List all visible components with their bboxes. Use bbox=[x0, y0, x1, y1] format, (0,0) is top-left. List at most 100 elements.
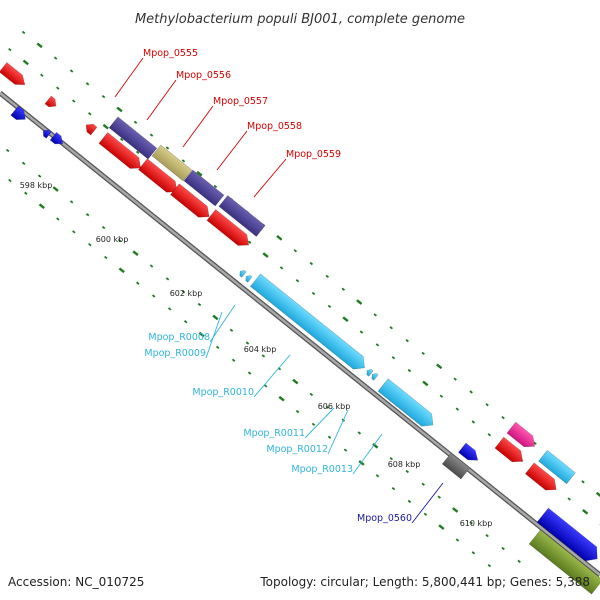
gene-label-text[interactable]: Mpop_0558 bbox=[247, 121, 302, 132]
gene-label-mpop_0555[interactable]: Mpop_0555 bbox=[114, 48, 198, 98]
gene-label-mpop_r0008[interactable]: Mpop_R0008 bbox=[148, 304, 236, 343]
gene-feature-red[interactable] bbox=[494, 436, 527, 467]
gene-feature-blue[interactable] bbox=[458, 442, 481, 465]
gene-label-text[interactable]: Mpop_0560 bbox=[357, 513, 412, 524]
gene-feature-purple[interactable] bbox=[218, 195, 266, 237]
gene-feature-blue-shape[interactable] bbox=[10, 105, 29, 124]
gene-label-text[interactable]: Mpop_R0013 bbox=[291, 464, 353, 475]
gene-feature-gray-shape[interactable] bbox=[441, 452, 471, 480]
gene-feature-cyan[interactable] bbox=[538, 449, 576, 485]
gene-feature-red[interactable] bbox=[98, 132, 145, 174]
gene-label-mpop_r0012[interactable]: Mpop_R0012 bbox=[266, 409, 349, 455]
gene-feature-red[interactable] bbox=[206, 209, 253, 251]
gene-feature-cyan[interactable] bbox=[238, 269, 247, 278]
tick-mark bbox=[452, 507, 459, 513]
gene-feature-cyan[interactable] bbox=[370, 372, 379, 381]
gene-label-mpop_0558[interactable]: Mpop_0558 bbox=[216, 121, 302, 171]
gene-feature-cyan[interactable] bbox=[365, 368, 374, 377]
gene-feature-red[interactable] bbox=[138, 158, 181, 197]
gene-feature-red-shape[interactable] bbox=[138, 158, 181, 197]
tick-mark bbox=[104, 255, 108, 260]
gene-feature-cyan-shape[interactable] bbox=[377, 378, 438, 432]
gene-feature-blue-shape[interactable] bbox=[536, 507, 600, 566]
gene-feature-pink-shape[interactable] bbox=[506, 421, 539, 452]
tick-mark bbox=[407, 499, 412, 504]
gene-feature-olive[interactable] bbox=[151, 144, 193, 182]
gene-feature-cyan-shape[interactable] bbox=[538, 449, 576, 485]
gene-feature-cyan-shape[interactable] bbox=[365, 368, 374, 377]
gene-feature-cyan[interactable] bbox=[244, 274, 253, 283]
tick-mark bbox=[245, 341, 250, 345]
tick-mark bbox=[469, 521, 473, 525]
gene-feature-pink[interactable] bbox=[506, 421, 539, 452]
gene-feature-red-shape[interactable] bbox=[206, 209, 253, 251]
gene-label-mpop_0556[interactable]: Mpop_0556 bbox=[146, 70, 231, 121]
gene-label-mpop_r0013[interactable]: Mpop_R0013 bbox=[291, 433, 383, 475]
gene-feature-purple-shape[interactable] bbox=[183, 169, 225, 207]
gene-feature-red[interactable] bbox=[170, 183, 213, 222]
tick-mark bbox=[309, 261, 314, 266]
tick-mark bbox=[309, 392, 314, 397]
gene-feature-purple[interactable] bbox=[108, 116, 158, 160]
gene-feature-green[interactable] bbox=[528, 529, 600, 595]
tick-mark bbox=[85, 213, 90, 217]
tick-mark bbox=[453, 377, 457, 381]
gene-label-mpop_r0010[interactable]: Mpop_R0010 bbox=[192, 354, 291, 398]
gene-feature-red[interactable] bbox=[524, 462, 560, 495]
gene-label-mpop_0559[interactable]: Mpop_0559 bbox=[253, 149, 341, 198]
gene-label-text[interactable]: Mpop_0555 bbox=[143, 48, 198, 59]
gene-label-text[interactable]: Mpop_R0010 bbox=[192, 387, 254, 398]
tick-mark bbox=[341, 287, 345, 291]
gene-label-text[interactable]: Mpop_0557 bbox=[213, 96, 268, 107]
gene-label-mpop_r0011[interactable]: Mpop_R0011 bbox=[243, 407, 335, 439]
tick-mark bbox=[389, 326, 393, 330]
gene-feature-blue-shape[interactable] bbox=[458, 442, 481, 465]
gene-feature-cyan-shape[interactable] bbox=[244, 274, 253, 283]
gene-feature-green-shape[interactable] bbox=[528, 529, 600, 595]
gene-label-mpop_0560[interactable]: Mpop_0560 bbox=[357, 482, 444, 524]
gene-feature-blue[interactable] bbox=[49, 131, 66, 147]
gene-label-text[interactable]: Mpop_R0012 bbox=[266, 444, 328, 455]
tick-mark bbox=[423, 512, 428, 516]
gene-label-text[interactable]: Mpop_0556 bbox=[176, 70, 231, 81]
gene-feature-blue[interactable] bbox=[536, 507, 600, 566]
gene-feature-cyan-shape[interactable] bbox=[370, 372, 379, 381]
gene-feature-blue-shape[interactable] bbox=[41, 128, 52, 139]
gene-feature-cyan[interactable] bbox=[249, 273, 369, 374]
tick-mark bbox=[438, 524, 445, 530]
gene-feature-red-shape[interactable] bbox=[44, 95, 59, 110]
gene-feature-red-shape[interactable] bbox=[98, 132, 145, 174]
gene-feature-red[interactable] bbox=[44, 95, 59, 110]
gene-feature-cyan-shape[interactable] bbox=[249, 273, 369, 374]
gene-feature-purple-shape[interactable] bbox=[218, 195, 266, 237]
gene-label-mpop_r0009[interactable]: Mpop_R0009 bbox=[144, 311, 223, 359]
gene-feature-blue-shape[interactable] bbox=[49, 131, 66, 147]
gene-label-text[interactable]: Mpop_0559 bbox=[286, 149, 341, 160]
gene-feature-purple-shape[interactable] bbox=[108, 116, 158, 160]
gene-feature-red[interactable] bbox=[83, 121, 98, 136]
tick-mark bbox=[165, 277, 170, 281]
tick-mark bbox=[215, 345, 220, 350]
gene-feature-red-shape[interactable] bbox=[494, 436, 527, 467]
gene-feature-red[interactable] bbox=[0, 62, 29, 90]
gene-label-mpop_0557[interactable]: Mpop_0557 bbox=[182, 96, 268, 148]
gene-label-text[interactable]: Mpop_R0009 bbox=[144, 348, 206, 359]
gene-feature-purple[interactable] bbox=[183, 169, 225, 207]
gene-feature-red-shape[interactable] bbox=[0, 62, 29, 90]
tick-mark bbox=[37, 174, 42, 178]
gene-feature-cyan[interactable] bbox=[377, 378, 438, 432]
gene-feature-cyan-shape[interactable] bbox=[238, 269, 247, 278]
gene-feature-blue[interactable] bbox=[10, 105, 29, 124]
gene-feature-red-shape[interactable] bbox=[170, 183, 213, 222]
gene-feature-red-shape[interactable] bbox=[524, 462, 560, 495]
gene-label-text[interactable]: Mpop_R0011 bbox=[243, 428, 305, 439]
gene-feature-red-shape[interactable] bbox=[83, 121, 98, 136]
scale-tick-label: 602 kbp bbox=[170, 289, 203, 298]
gene-label-text[interactable]: Mpop_R0008 bbox=[148, 332, 210, 343]
tick-mark bbox=[278, 395, 285, 402]
gene-feature-gray[interactable] bbox=[441, 452, 471, 480]
gene-feature-blue[interactable] bbox=[41, 128, 52, 139]
tick-mark bbox=[437, 495, 441, 499]
gene-feature-olive-shape[interactable] bbox=[151, 144, 193, 182]
